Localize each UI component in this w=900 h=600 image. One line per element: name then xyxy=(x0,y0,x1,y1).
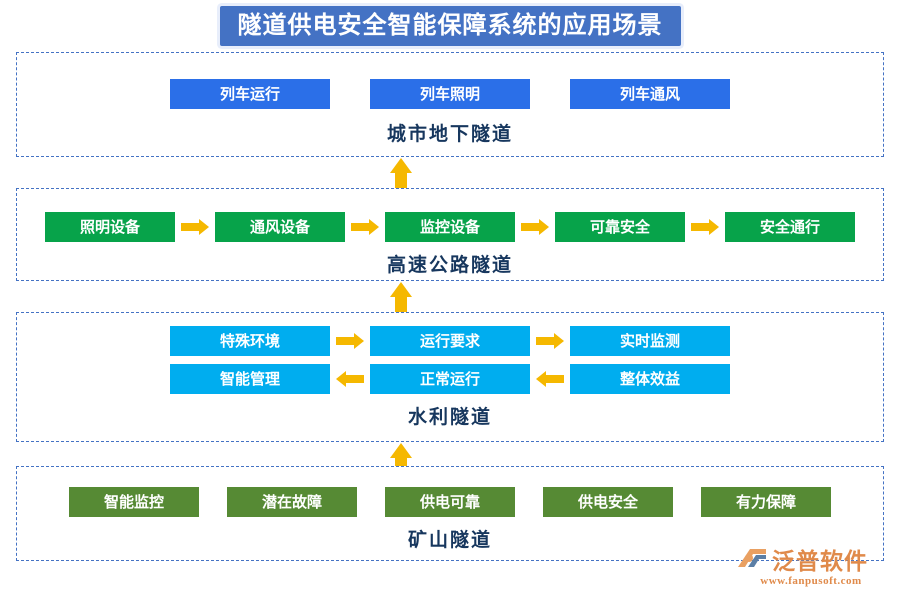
right-arrow-icon xyxy=(351,219,379,235)
arrow-head xyxy=(554,333,564,349)
arrow-shaft xyxy=(181,223,199,231)
section-highway-tunnel: 照明设备 通风设备 监控设备 可靠安全 安全通行 高速公路隧道 xyxy=(16,188,884,281)
node-box[interactable]: 可靠安全 xyxy=(555,212,685,242)
arrow-shaft xyxy=(395,296,407,314)
right-arrow-icon xyxy=(691,219,719,235)
page-title: 隧道供电安全智能保障系统的应用场景 xyxy=(219,6,681,47)
node-box[interactable]: 照明设备 xyxy=(45,212,175,242)
arrow-head xyxy=(390,282,412,297)
section-caption: 城市地下隧道 xyxy=(386,123,513,145)
arrow-head xyxy=(390,443,412,458)
node-box[interactable]: 整体效益 xyxy=(570,364,730,394)
node-box[interactable]: 列车照明 xyxy=(370,79,530,109)
section-caption: 矿山隧道 xyxy=(407,529,492,551)
arrow-shaft xyxy=(336,337,354,345)
right-arrow-icon xyxy=(336,333,364,349)
node-row: 特殊环境 运行要求 实时监测 xyxy=(17,326,883,356)
node-box[interactable]: 有力保障 xyxy=(701,487,831,517)
arrow-head xyxy=(369,219,379,235)
arrow-head xyxy=(709,219,719,235)
arrow-head xyxy=(390,158,412,173)
node-box[interactable]: 实时监测 xyxy=(570,326,730,356)
node-row: 智能监控 潜在故障 供电可靠 供电安全 有力保障 xyxy=(17,487,883,517)
arrow-shaft xyxy=(395,172,407,190)
fanpu-logo-icon xyxy=(736,545,768,573)
left-arrow-icon xyxy=(336,371,364,387)
node-box[interactable]: 供电安全 xyxy=(543,487,673,517)
right-arrow-icon xyxy=(536,333,564,349)
section-urban-underground-tunnel: 列车运行 列车照明 列车通风 城市地下隧道 xyxy=(16,52,884,157)
brand-logo: 泛普软件 www.fanpusoft.com xyxy=(736,544,886,592)
arrow-head xyxy=(336,371,346,387)
arrow-shaft xyxy=(546,375,564,383)
section-mine-tunnel: 智能监控 潜在故障 供电可靠 供电安全 有力保障 矿山隧道 xyxy=(16,466,884,561)
arrow-shaft xyxy=(691,223,709,231)
node-box[interactable]: 智能监控 xyxy=(69,487,199,517)
logo-website-url: www.fanpusoft.com xyxy=(760,575,862,587)
up-arrow-icon xyxy=(390,158,412,190)
node-box[interactable]: 正常运行 xyxy=(370,364,530,394)
arrow-head xyxy=(354,333,364,349)
logo-row: 泛普软件 xyxy=(736,544,886,575)
fanpu-mark-svg xyxy=(738,549,766,567)
node-box[interactable]: 供电可靠 xyxy=(385,487,515,517)
arrow-shaft xyxy=(521,223,539,231)
node-box[interactable]: 安全通行 xyxy=(725,212,855,242)
node-box[interactable]: 通风设备 xyxy=(215,212,345,242)
section-caption: 水利隧道 xyxy=(407,406,492,428)
node-box[interactable]: 运行要求 xyxy=(370,326,530,356)
left-arrow-icon xyxy=(536,371,564,387)
right-arrow-icon xyxy=(181,219,209,235)
node-box[interactable]: 智能管理 xyxy=(170,364,330,394)
section-water-conservancy-tunnel: 特殊环境 运行要求 实时监测 智能管理 正常运行 整体效益 水利隧道 xyxy=(16,312,884,442)
arrow-head xyxy=(199,219,209,235)
arrow-head xyxy=(536,371,546,387)
node-row: 列车运行 列车照明 列车通风 xyxy=(17,79,883,109)
node-box[interactable]: 列车运行 xyxy=(170,79,330,109)
section-caption: 高速公路隧道 xyxy=(386,254,513,276)
node-box[interactable]: 特殊环境 xyxy=(170,326,330,356)
node-row: 智能管理 正常运行 整体效益 xyxy=(17,364,883,394)
arrow-head xyxy=(539,219,549,235)
node-box[interactable]: 监控设备 xyxy=(385,212,515,242)
node-box[interactable]: 列车通风 xyxy=(570,79,730,109)
node-row: 照明设备 通风设备 监控设备 可靠安全 安全通行 xyxy=(17,212,883,242)
page-title-container: 隧道供电安全智能保障系统的应用场景 xyxy=(0,6,900,47)
logo-company-name: 泛普软件 xyxy=(772,549,868,575)
arrow-shaft xyxy=(346,375,364,383)
right-arrow-icon xyxy=(521,219,549,235)
up-arrow-icon xyxy=(390,282,412,314)
arrow-shaft xyxy=(351,223,369,231)
node-box[interactable]: 潜在故障 xyxy=(227,487,357,517)
arrow-shaft xyxy=(536,337,554,345)
